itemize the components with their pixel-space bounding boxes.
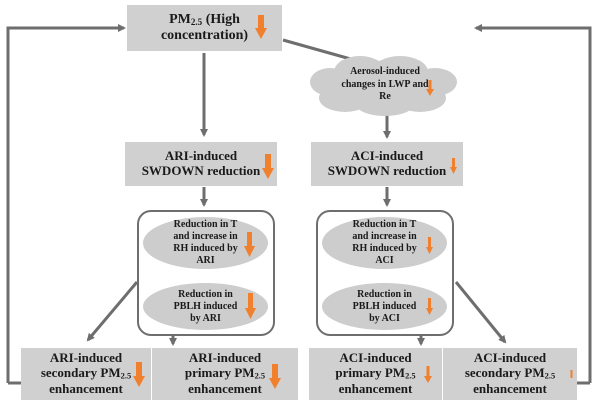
pm-subscript: 2.5 — [544, 370, 556, 381]
aci-primary-line2: primary PM — [335, 365, 406, 381]
aci-swdown-reduction-box: ACI-induced SWDOWN reduction — [311, 142, 463, 186]
aci-swdown-line1: ACI-induced — [350, 148, 424, 164]
ari-swdown-line1: ARI-induced — [164, 148, 238, 164]
decrease-arrow-icon — [133, 362, 145, 387]
arrow-ari-group-to-secondary — [86, 281, 139, 342]
pm-subscript: 2.5 — [190, 16, 203, 27]
ari-t-rh-line1: Reduction in T — [173, 219, 238, 230]
aci-pblh-ellipse: Reduction in PBLH induced by ACI — [322, 283, 447, 330]
ari-secondary-pm25-box: ARI-induced secondary PM2.5 enhancement — [21, 348, 151, 400]
ari-swdown-line2: SWDOWN reduction — [141, 163, 261, 178]
aci-t-rh-line1: Reduction in T — [352, 219, 417, 230]
top-label-rest: (High — [202, 11, 240, 27]
aci-t-rh-ellipse: Reduction in T and increase in RH induce… — [322, 217, 447, 269]
aci-swdown-line2: SWDOWN reduction — [327, 163, 447, 178]
top-label-line2: concentration) — [160, 28, 249, 43]
pm-subscript: 2.5 — [254, 370, 266, 381]
cloud-line1: Aerosol-induced — [350, 66, 420, 77]
ari-swdown-reduction-box: ARI-induced SWDOWN reduction — [125, 142, 277, 186]
decrease-arrow-small-icon — [450, 158, 457, 174]
aci-pblh-line1: Reduction in — [357, 288, 412, 300]
decrease-arrow-icon — [245, 293, 256, 319]
ari-primary-pm25-box: ARI-induced primary PM2.5 enhancement — [152, 348, 298, 400]
decrease-arrow-icon — [255, 15, 267, 39]
aci-primary-line3: enhancement — [338, 380, 413, 396]
decrease-arrow-small-icon — [426, 80, 434, 96]
ari-primary-line3: enhancement — [188, 380, 262, 396]
pm-subscript: 2.5 — [120, 370, 132, 381]
ari-primary-line2: primary PM — [184, 365, 255, 381]
decrease-arrow-tiny-icon — [570, 370, 573, 378]
decrease-arrow-small-icon — [426, 237, 433, 254]
decrease-arrow-small-icon — [426, 298, 433, 315]
pm-label: PM — [169, 11, 191, 27]
cloud-shape — [310, 56, 457, 116]
ari-pblh-line1: Reduction in — [178, 288, 233, 300]
ari-t-rh-line3: RH induced by — [173, 243, 238, 254]
cloud-line2: changes in LWP and — [341, 78, 429, 90]
ari-secondary-line3: enhancement — [49, 380, 123, 396]
feedback-arrow-left — [6, 24, 126, 383]
ari-primary-line1: ARI-induced — [188, 350, 262, 366]
ari-secondary-line1: ARI-induced — [49, 350, 123, 366]
aci-secondary-line3: enhancement — [473, 380, 547, 396]
cloud-label: Aerosol-induced changes in LWP and Re — [325, 66, 445, 104]
pm-subscript: 2.5 — [405, 370, 416, 381]
aci-pblh-line3: by ACI — [369, 312, 400, 324]
aci-t-rh-line4: ACI — [375, 255, 394, 266]
decrease-arrow-small-icon — [424, 366, 432, 383]
decrease-arrow-icon — [262, 154, 274, 179]
decrease-arrow-icon — [244, 232, 255, 257]
aci-secondary-line1: ACI-induced — [473, 350, 547, 366]
cloud-line3: Re — [379, 91, 391, 102]
ari-pblh-line2: PBLH induced — [173, 300, 238, 312]
aci-t-rh-line2: and increase in — [352, 231, 417, 242]
aci-primary-line1: ACI-induced — [339, 350, 412, 366]
aci-secondary-line2: secondary PM — [464, 365, 545, 381]
ari-t-rh-line4: ARI — [196, 255, 215, 266]
ari-secondary-line2: secondary PM — [40, 365, 121, 381]
ari-pblh-line3: by ARI — [190, 312, 221, 324]
aci-t-rh-line3: RH induced by — [352, 243, 417, 254]
ari-t-rh-line2: and increase in — [173, 231, 238, 242]
aci-secondary-pm25-box: ACI-induced secondary PM2.5 enhancement — [443, 348, 577, 400]
aci-primary-pm25-box: ACI-induced primary PM2.5 enhancement — [309, 348, 442, 400]
feedback-arrow-right — [474, 24, 592, 383]
pm25-high-concentration-box: PM2.5 (High concentration) — [127, 5, 282, 51]
arrow-aci-group-to-secondary — [454, 281, 507, 344]
aci-pblh-line2: PBLH induced — [352, 300, 417, 312]
ari-pblh-ellipse: Reduction in PBLH induced by ARI — [143, 283, 268, 330]
decrease-arrow-icon — [269, 364, 281, 389]
